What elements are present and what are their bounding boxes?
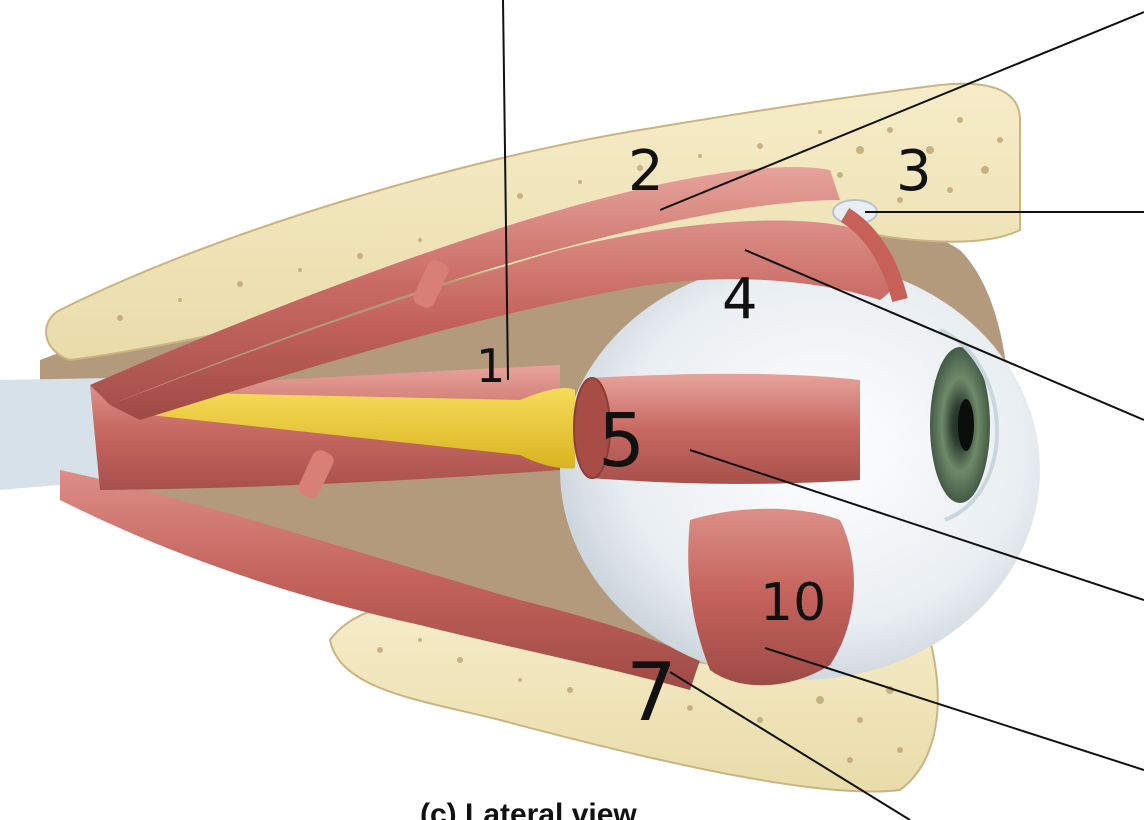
cornea <box>939 328 1000 522</box>
nerve-fragment-lower <box>298 450 334 498</box>
lateral-rectus-muscle <box>590 373 860 484</box>
leader-line-2 <box>659 11 1144 211</box>
leader-line-1 <box>502 0 509 381</box>
lateral-rectus-cut-end <box>573 377 611 479</box>
leader-lines <box>502 0 1144 820</box>
optic-nerve <box>150 388 575 469</box>
nerve-fragment-upper <box>413 260 449 308</box>
optic-sheath <box>0 378 115 490</box>
handwritten-number-4: 4 <box>722 267 758 332</box>
handwritten-number-3: 3 <box>896 139 932 204</box>
handwritten-number-2: 2 <box>628 139 664 204</box>
inferior-oblique-muscle <box>688 508 854 686</box>
inferior-rectus-muscle <box>60 470 700 690</box>
superior-rectus-muscle <box>110 220 898 420</box>
handwritten-number-10: 10 <box>760 573 826 633</box>
levator-palpebrae-muscle <box>90 166 840 405</box>
leader-line-10 <box>764 647 1144 771</box>
handwritten-number-5: 5 <box>598 398 645 484</box>
pupil <box>958 399 974 451</box>
upper-bone-texture <box>117 117 1003 321</box>
leader-line-5 <box>689 449 1144 601</box>
handwritten-labels: 1 2 3 4 5 7 10 <box>476 139 932 739</box>
superior-oblique-tendon <box>840 208 908 303</box>
leader-line-7 <box>669 671 911 820</box>
figure-caption: (c) Lateral view <box>420 798 637 820</box>
leader-line-4 <box>744 249 1144 421</box>
handwritten-number-1: 1 <box>476 339 505 393</box>
handwritten-number-7: 7 <box>626 646 677 739</box>
